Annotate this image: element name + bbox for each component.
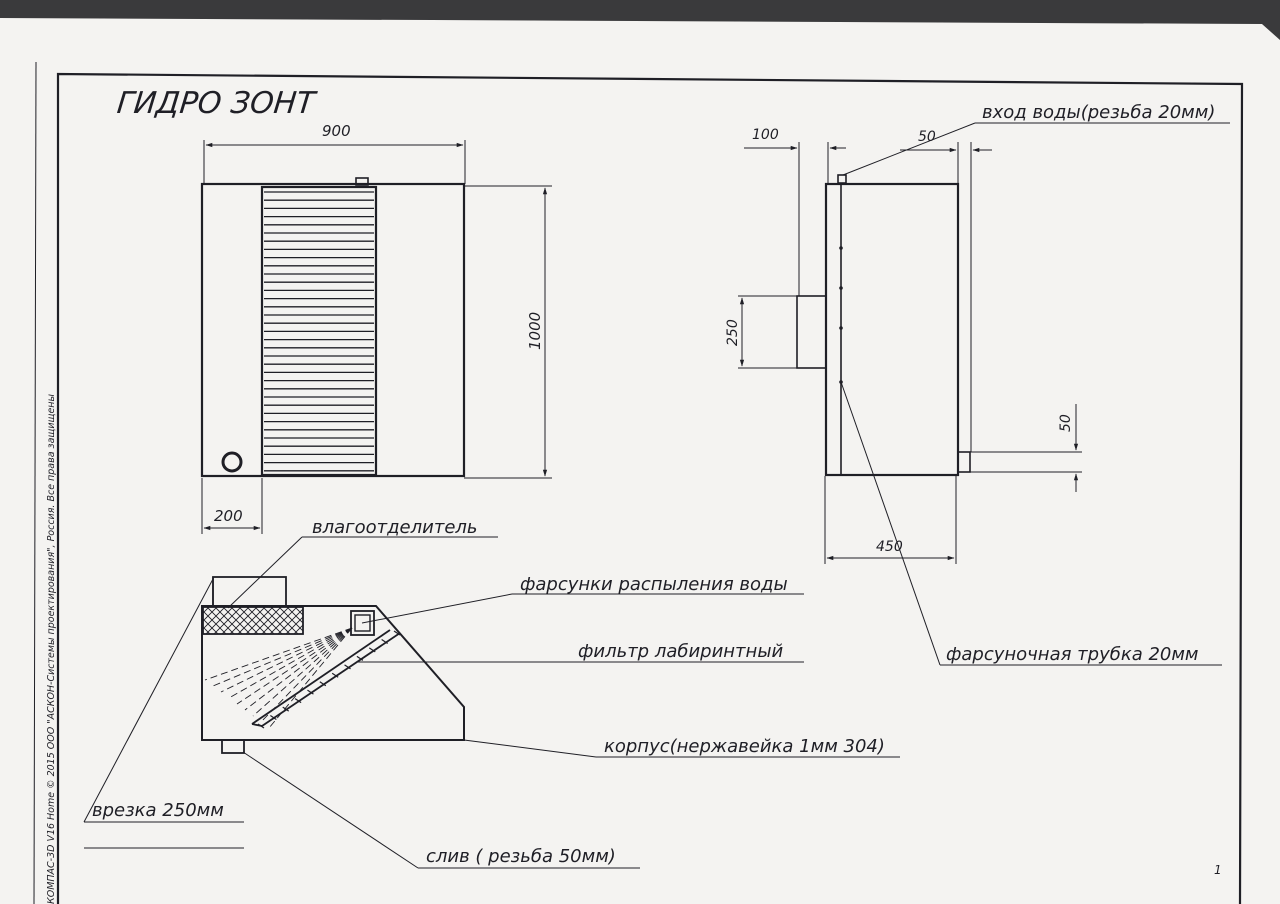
- paper: [0, 18, 1280, 904]
- leader-nozzles: [361, 593, 513, 624]
- drawing-frame: [56, 72, 1244, 904]
- spray-pattern: [204, 627, 353, 729]
- filter-blade: [307, 689, 314, 695]
- leader-separator: [227, 536, 303, 609]
- filter-blade: [282, 706, 290, 712]
- side-drain-pipe: [957, 451, 971, 473]
- leader-housing: [463, 739, 597, 758]
- spray-ray: [220, 627, 353, 693]
- filter-blade: [270, 715, 277, 721]
- filter-blade: [294, 698, 302, 704]
- labyrinth-louvers: [264, 191, 374, 472]
- label-nozzle-tube: фарсуночная трубка 20мм: [946, 644, 1199, 665]
- label-water-inlet: вход воды(резьба 20мм): [982, 102, 1215, 123]
- page-title: ГИДРО ЗОНТ: [115, 86, 319, 121]
- label-cutout: врезка 250мм: [92, 800, 224, 821]
- leader-nozzle-tube: [840, 381, 941, 666]
- filter-blade: [356, 655, 364, 661]
- nozzle-inner: [354, 614, 371, 632]
- filter-blade: [319, 681, 327, 687]
- filter-blade: [381, 638, 388, 644]
- filter-blade: [393, 630, 401, 636]
- dim-side-50: 50: [918, 129, 936, 145]
- leader-cutout: [83, 578, 214, 823]
- filter-blade: [331, 672, 339, 678]
- paper-top-shadow: [0, 0, 1280, 40]
- front-drain-hole: [221, 451, 243, 473]
- page-number: 1: [1214, 863, 1222, 877]
- filter-blade: [344, 664, 351, 670]
- front-inlet-nipple: [355, 177, 369, 186]
- spray-ray: [244, 627, 353, 711]
- section-drain-pipe: [221, 739, 245, 754]
- side-view: 100 50 250 50 450 вход воды(резьба 20мм)…: [725, 102, 1230, 666]
- dim-side-drain: 50: [1058, 414, 1074, 432]
- spray-ray: [228, 627, 353, 699]
- spray-ray: [236, 627, 353, 705]
- spray-ray: [204, 627, 353, 681]
- dim-front-height: 1000: [526, 312, 544, 350]
- spray-ray: [212, 627, 353, 687]
- filter-blade: [368, 647, 376, 653]
- dim-front-width: 900: [322, 122, 351, 140]
- label-labyrinth-filter: фильтр лабиринтный: [578, 641, 784, 662]
- front-view: 900 1000 200: [200, 122, 552, 534]
- leader-water-inlet: [842, 122, 976, 176]
- label-drain: слив ( резьба 50мм): [426, 846, 616, 867]
- label-moisture-separator: влагоотделитель: [312, 517, 478, 538]
- section-view: влагоотделитель фарсунки распыления воды…: [83, 517, 900, 869]
- dim-side-250: 250: [725, 319, 741, 346]
- tube-mark: [839, 326, 843, 330]
- dim-side-depth: 450: [876, 539, 903, 555]
- section-housing: [201, 605, 465, 741]
- side-inlet-nipple: [837, 174, 847, 184]
- spray-ray: [252, 627, 353, 717]
- label-spray-nozzles: фарсунки распыления воды: [520, 574, 788, 595]
- front-filter-panel: [260, 185, 378, 477]
- leader-drain: [242, 751, 419, 869]
- sheet-edge: [33, 61, 37, 904]
- moisture-separator-mesh: [202, 606, 304, 635]
- tube-mark: [839, 246, 843, 250]
- section-labyrinth-filter: [251, 629, 401, 729]
- nozzle-block: [350, 610, 375, 636]
- dim-drain-offset: 200: [214, 507, 243, 525]
- dim-side-100: 100: [752, 127, 779, 143]
- label-housing: корпус(нержавейка 1мм 304): [604, 736, 885, 757]
- tube-mark: [839, 286, 843, 290]
- software-stamp: КОМПАС-3D V16 Home © 2015 ООО "АСКОН-Сис…: [46, 394, 57, 904]
- side-cutout-box: [796, 295, 827, 369]
